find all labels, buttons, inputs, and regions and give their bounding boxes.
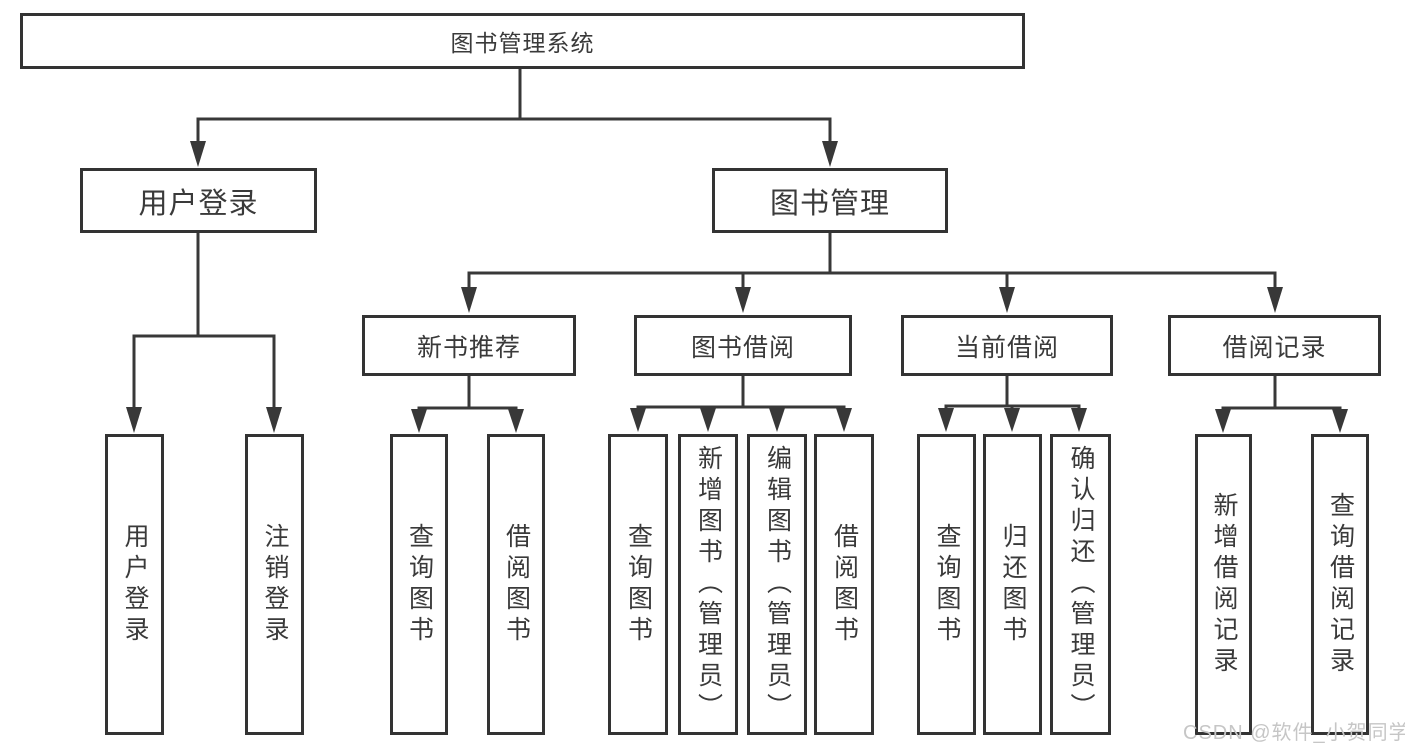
leaf-query-borrow-record-label: 查询借阅记录	[1326, 491, 1355, 678]
leaf-current-query-books: 查询图书	[917, 434, 976, 735]
node-current-borrow-label: 当前借阅	[954, 333, 1059, 362]
leaf-confirm-return-admin: 确认归还（管理员）	[1050, 434, 1111, 735]
leaf-add-borrow-record-label: 新增借阅记录	[1210, 491, 1238, 678]
leaf-user-login: 用户登录	[105, 434, 164, 735]
leaf-borrow-query-books-label: 查询图书	[624, 522, 653, 647]
leaf-edit-books-admin: 编辑图书（管理员）	[747, 434, 807, 735]
leaf-query-borrow-record: 查询借阅记录	[1311, 434, 1369, 735]
node-new-book-recommend: 新书推荐	[362, 315, 576, 376]
leaf-user-login-label: 用户登录	[121, 522, 149, 647]
arrowheads	[126, 141, 1348, 433]
leaf-edit-books-admin-label: 编辑图书（管理员）	[763, 445, 792, 724]
leaf-confirm-return-admin-label: 确认归还（管理员）	[1067, 445, 1095, 724]
leaf-recommend-borrow-books-label: 借阅图书	[502, 522, 531, 647]
leaf-recommend-query-books: 查询图书	[390, 434, 448, 735]
node-book-management: 图书管理	[712, 168, 948, 233]
leaf-add-borrow-record: 新增借阅记录	[1195, 434, 1252, 735]
leaf-return-books: 归还图书	[983, 434, 1042, 735]
node-user-login-label: 用户登录	[138, 187, 259, 220]
leaf-borrow-query-books: 查询图书	[608, 434, 668, 735]
node-new-book-recommend-label: 新书推荐	[416, 333, 521, 362]
leaf-logout-label: 注销登录	[261, 522, 289, 647]
leaf-borrow-books-label: 借阅图书	[830, 522, 859, 647]
leaf-recommend-query-books-label: 查询图书	[405, 522, 434, 647]
node-current-borrow: 当前借阅	[901, 315, 1113, 376]
leaf-logout: 注销登录	[245, 434, 304, 735]
leaf-return-books-label: 归还图书	[999, 522, 1027, 647]
node-user-login: 用户登录	[80, 168, 317, 233]
node-book-borrow-label: 图书借阅	[690, 333, 795, 362]
node-root-label: 图书管理系统	[450, 30, 595, 56]
node-root-system: 图书管理系统	[20, 13, 1025, 69]
node-borrow-records-label: 借阅记录	[1222, 333, 1327, 362]
leaf-borrow-books: 借阅图书	[814, 434, 874, 735]
leaf-recommend-borrow-books: 借阅图书	[487, 434, 545, 735]
node-book-management-label: 图书管理	[769, 187, 890, 220]
node-borrow-records: 借阅记录	[1168, 315, 1381, 376]
csdn-watermark: CSDN @软件_小贺同学	[1183, 722, 1405, 744]
leaf-add-books-admin: 新增图书（管理员）	[678, 434, 738, 735]
leaf-add-books-admin-label: 新增图书（管理员）	[694, 445, 723, 724]
leaf-current-query-books-label: 查询图书	[933, 522, 961, 647]
node-book-borrow: 图书借阅	[634, 315, 852, 376]
